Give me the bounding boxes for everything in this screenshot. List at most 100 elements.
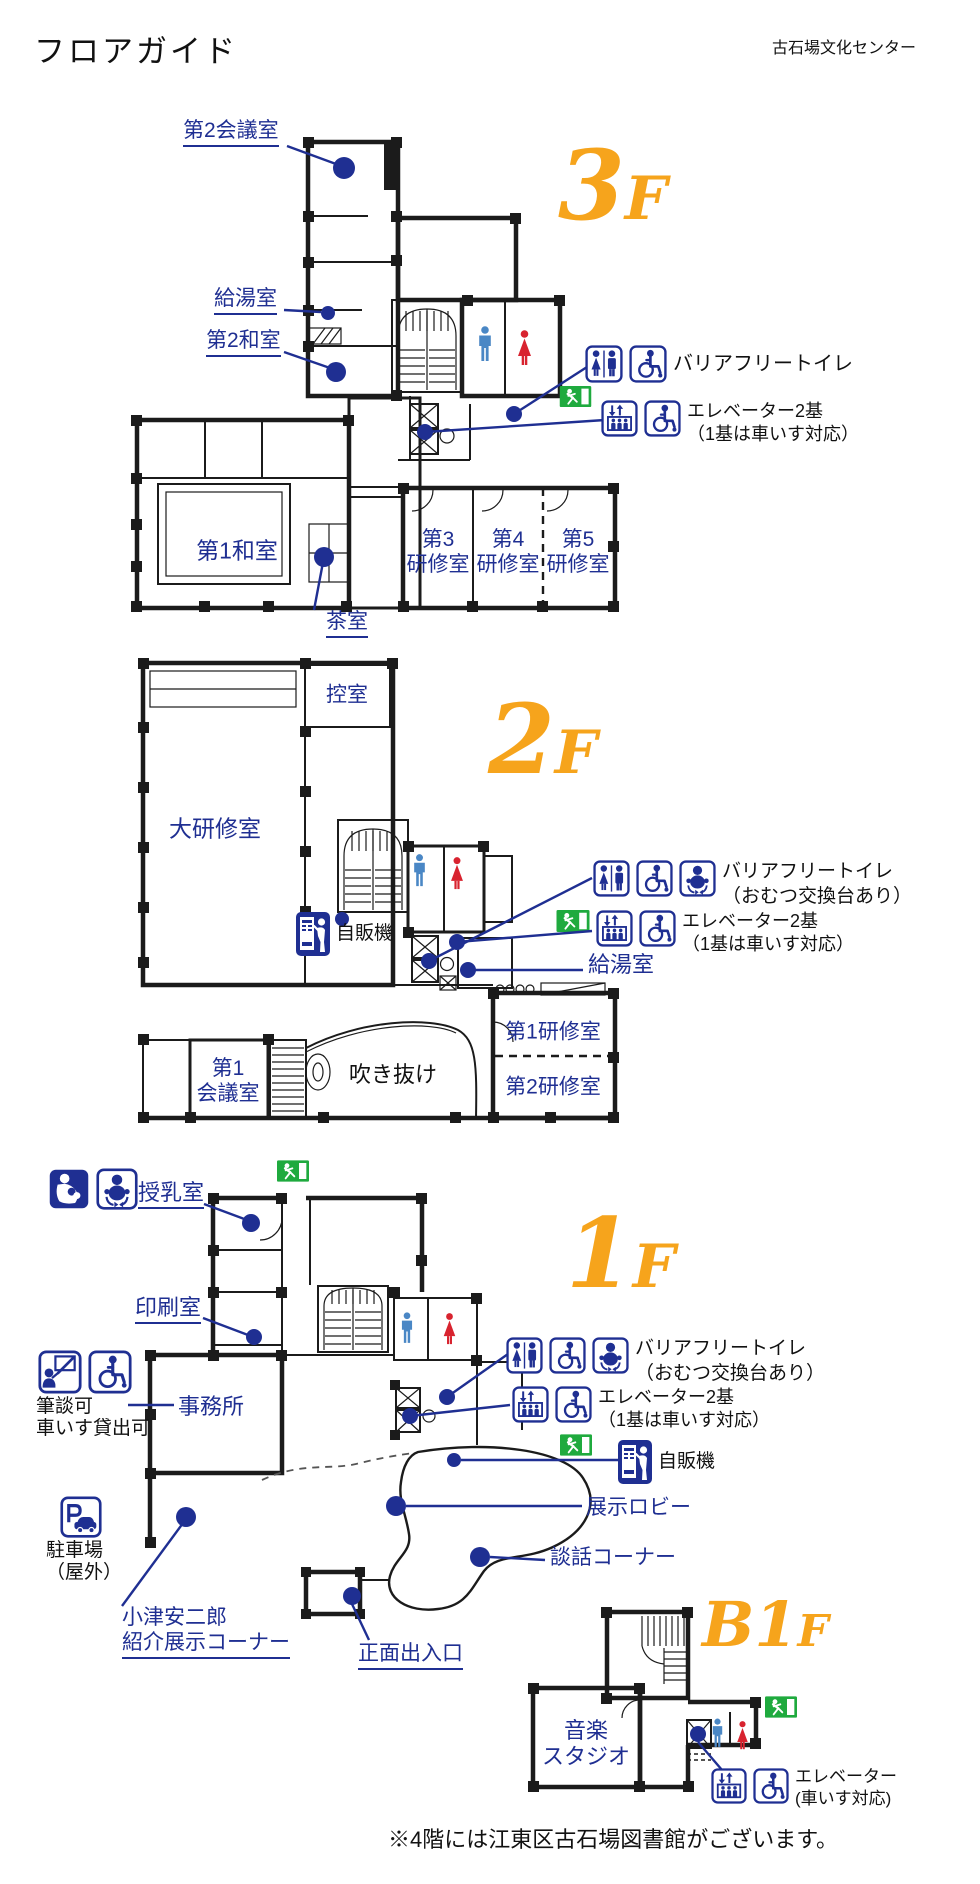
man-icon	[712, 1718, 723, 1747]
footnote: ※4階には江東区古石場図書館がございます。	[388, 1827, 839, 1852]
stairs-2f	[343, 828, 403, 910]
room-training-3: 第3 研修室	[406, 528, 470, 576]
page-title: フロアガイド	[34, 34, 238, 69]
woman-icon	[451, 857, 463, 890]
wheelchair-icon	[629, 345, 667, 383]
callout-nursing-room: 授乳室	[138, 1180, 205, 1209]
woman-icon	[443, 1313, 456, 1345]
floor-label-1f: 1F	[566, 1206, 675, 1302]
leaders-2f	[335, 876, 593, 978]
vending-machine-icon	[296, 912, 330, 956]
elevator-shafts-1f	[395, 1387, 436, 1433]
vending-label: 自販機	[658, 1450, 716, 1472]
floor-label-3f: 3F	[558, 138, 667, 234]
floor-number: B1	[702, 1588, 798, 1661]
floor-suffix: F	[797, 1606, 829, 1657]
vending-label: 自販機	[336, 922, 394, 944]
callout-japanese-room-2: 第2和室	[206, 329, 281, 357]
leaders-b1f	[690, 1726, 723, 1771]
elevator-icon	[512, 1386, 549, 1423]
callout-tea-room: 茶室	[326, 610, 368, 638]
columns-2f	[138, 658, 619, 1123]
elevator-note-1f: エレベーター2基 （1基は車いす対応）	[512, 1386, 770, 1433]
leaders-3f	[283, 144, 606, 611]
callout-ozu-exhibition-corner: 小津安二郎 紹介展示コーナー	[122, 1606, 290, 1659]
floor-number: 1	[566, 1197, 633, 1310]
wheelchair-icon	[644, 400, 681, 437]
label-services: 筆談可 車いす貸出可	[36, 1396, 151, 1440]
elevator-label: エレベーター2基 （1基は車いす対応）	[687, 401, 860, 445]
wheelchair-icon	[549, 1337, 586, 1374]
floor-2f-plan	[138, 658, 619, 1123]
floor-suffix: F	[554, 718, 598, 788]
floor-suffix: F	[624, 164, 668, 234]
parking-note-1f	[60, 1496, 102, 1538]
writing-icon	[38, 1350, 82, 1394]
exit-icon	[765, 1696, 797, 1718]
room-large-training: 大研修室	[169, 815, 261, 842]
elevator-label: エレベーター (車いす対応)	[795, 1767, 897, 1809]
floor-label-2f: 2F	[488, 692, 597, 788]
restroom-icon	[593, 860, 630, 897]
room-training-1: 第1研修室	[505, 1020, 601, 1044]
walls-2f	[140, 660, 618, 1121]
room-training-4: 第4 研修室	[476, 528, 540, 576]
stairs-b1f	[641, 1616, 686, 1684]
vending-note-1f: 自販機	[618, 1440, 715, 1484]
stairs-3f	[397, 308, 457, 390]
man-icon	[401, 1312, 413, 1343]
callout-meeting-room-2: 第2会議室	[183, 119, 279, 147]
elevator-icon	[711, 1766, 747, 1806]
floor-suffix: F	[632, 1232, 676, 1302]
wheelchair-icon	[639, 910, 676, 947]
bf-toilet-label: バリアフリートイレ （おむつ交換台あり）	[722, 861, 913, 907]
vending-machine-icon	[618, 1440, 652, 1484]
label-parking: 駐車場 （屋外）	[46, 1540, 123, 1584]
wheelchair-icon	[555, 1386, 592, 1423]
columns-3f	[131, 137, 619, 612]
bf-toilet-label: バリアフリートイレ （おむつ交換台あり）	[635, 1338, 826, 1384]
walls-1f	[147, 1195, 592, 1617]
wheelchair-icon	[88, 1350, 132, 1394]
baby-icon	[592, 1337, 629, 1374]
baby-icon	[96, 1168, 138, 1210]
elevator-note-3f: エレベーター2基 （1基は車いす対応）	[601, 400, 859, 447]
elevator-icon	[596, 910, 633, 947]
elevator-label: エレベーター2基 （1基は車いす対応）	[682, 911, 855, 955]
baby-icon	[679, 860, 716, 897]
room-training-2: 第2研修室	[505, 1075, 601, 1099]
columns-1f	[145, 1193, 482, 1619]
callout-lounge-corner: 談話コーナー	[550, 1546, 676, 1569]
floor-3f-plan	[131, 137, 619, 612]
elevator-note-2f: エレベーター2基 （1基は車いす対応）	[596, 910, 854, 957]
vending-note-2f: 自販機	[296, 912, 393, 956]
floor-number: 2	[488, 683, 555, 796]
bf-toilet-note-2f: バリアフリートイレ （おむつ交換台あり）	[593, 860, 912, 909]
bf-toilet-note-1f: バリアフリートイレ （おむつ交換台あり）	[506, 1337, 825, 1386]
restroom-icon	[506, 1337, 543, 1374]
exit-icon	[277, 1160, 309, 1182]
woman-icon	[518, 330, 531, 365]
stairs-1f	[323, 1287, 383, 1350]
bf-toilet-note-3f: バリアフリートイレ	[585, 345, 853, 383]
columns-b1f	[528, 1607, 761, 1792]
exit-icon	[556, 910, 590, 932]
label-atrium: 吹き抜け	[348, 1062, 438, 1088]
label-office: 事務所	[178, 1394, 245, 1419]
restroom-icon	[585, 345, 623, 383]
elevator-icon	[601, 400, 638, 437]
floor-number: 3	[558, 129, 625, 242]
man-icon	[479, 326, 491, 361]
leaders-1f	[121, 1202, 618, 1641]
room-music-studio: 音楽 スタジオ	[541, 1718, 631, 1769]
room-meeting-1: 第1 会議室	[196, 1057, 260, 1105]
wheelchair-icon	[753, 1766, 789, 1806]
floor-1f-plan	[121, 1160, 618, 1641]
room-training-5: 第5 研修室	[546, 528, 610, 576]
callout-kitchenette-3f: 給湯室	[214, 287, 277, 315]
wheelchair-icon	[636, 860, 673, 897]
elevator-note-b1f: エレベーター (車いす対応)	[711, 1766, 897, 1810]
callout-exhibition-lobby: 展示ロビー	[586, 1496, 691, 1519]
nursing-icon	[48, 1168, 90, 1210]
